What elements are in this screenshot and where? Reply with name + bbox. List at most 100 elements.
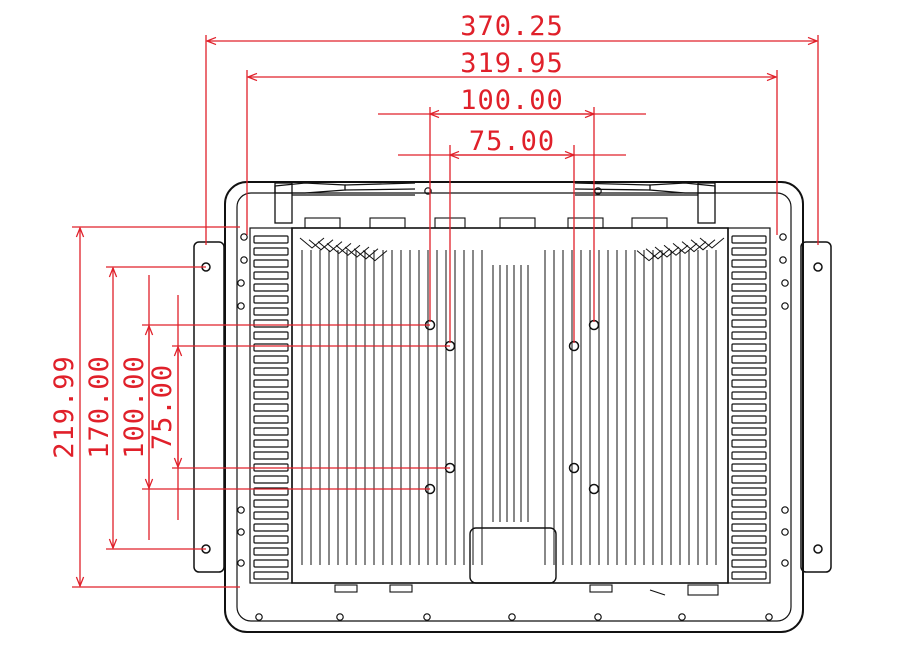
dimension-overall-width: 370.25 — [205, 11, 819, 245]
dim-label-mount-height: 170.00 — [84, 355, 115, 459]
screw-hole — [781, 528, 789, 536]
vent-slot — [731, 571, 767, 580]
heatsink-fin — [308, 239, 334, 251]
screw-hole — [508, 613, 516, 621]
screw-hole — [781, 302, 789, 310]
vesa-hole-group — [424, 319, 600, 495]
vent-slot — [253, 427, 289, 436]
screw-hole — [255, 613, 263, 621]
vent-slot — [253, 247, 289, 256]
vent-slot — [253, 391, 289, 400]
vent-slot — [731, 559, 767, 568]
bottom-connectors — [334, 584, 719, 596]
screw-hole — [237, 302, 245, 310]
vent-slot — [731, 247, 767, 256]
vent-slot — [253, 331, 289, 340]
top-handle-left — [274, 182, 416, 224]
heatsink-fin — [326, 243, 352, 255]
heatsink-fin — [681, 241, 707, 253]
vent-slot — [731, 319, 767, 328]
screw-hole — [237, 559, 245, 567]
screw-hole — [237, 506, 245, 514]
heatsink-fin — [335, 244, 361, 256]
dim-label-overall-height: 219.99 — [49, 355, 80, 459]
mount-bracket-left — [193, 241, 225, 573]
vent-slot — [731, 499, 767, 508]
heatsink-fin — [299, 237, 325, 249]
vent-slot — [253, 475, 289, 484]
heatsink-fin — [699, 237, 725, 249]
vent-slot — [731, 271, 767, 280]
screw-hole — [678, 613, 686, 621]
vent-slot — [253, 415, 289, 424]
vent-slot — [731, 475, 767, 484]
heatsink-fin — [663, 244, 689, 256]
vent-slot — [731, 343, 767, 352]
heatsink — [291, 227, 729, 584]
top-connectors — [304, 217, 668, 229]
vent-slot — [731, 295, 767, 304]
vent-slot — [731, 391, 767, 400]
vent-slot — [731, 235, 767, 244]
vent-slot — [253, 295, 289, 304]
vent-slot — [731, 355, 767, 364]
heatsink-fin — [672, 243, 698, 255]
dim-label-vesa-100-width: 100.00 — [460, 85, 564, 116]
side-vents-left — [249, 227, 293, 584]
dimension-vesa-75-height: 75.00 — [147, 295, 450, 520]
dim-label-overall-width: 370.25 — [460, 11, 564, 42]
vent-slot — [253, 511, 289, 520]
vent-slot — [253, 535, 289, 544]
heatsink-fin — [690, 239, 716, 251]
dimension-overall-height: 219.99 — [49, 226, 240, 588]
vent-slot — [253, 355, 289, 364]
vent-slot — [253, 547, 289, 556]
vent-slot — [253, 379, 289, 388]
screw-hole — [594, 613, 602, 621]
screw-hole — [781, 279, 789, 287]
vent-slot — [253, 523, 289, 532]
heatsink-fin — [636, 250, 662, 262]
heatsink-fin — [645, 248, 671, 260]
vent-slot — [253, 487, 289, 496]
screw-hole — [423, 613, 431, 621]
dim-label-mount-width: 319.95 — [460, 48, 564, 79]
vent-slot — [731, 547, 767, 556]
screw-hole — [765, 613, 773, 621]
vent-slot — [731, 511, 767, 520]
vent-slot — [253, 343, 289, 352]
vent-slot — [731, 283, 767, 292]
vent-slot — [253, 235, 289, 244]
vent-slot — [253, 307, 289, 316]
vent-slot — [731, 379, 767, 388]
mount-bracket-right — [800, 241, 832, 573]
screw-hole — [237, 279, 245, 287]
dimension-vesa-75-width: 75.00 — [398, 126, 626, 343]
heatsink-fin — [654, 246, 680, 258]
vent-slot — [731, 415, 767, 424]
vent-slot — [731, 487, 767, 496]
vent-slot — [253, 259, 289, 268]
vent-slot — [731, 367, 767, 376]
heatsink-fin — [362, 250, 388, 262]
screw-hole — [240, 256, 248, 264]
screw-hole — [240, 233, 248, 241]
dim-label-vesa-100-height: 100.00 — [119, 355, 150, 459]
screw-hole — [594, 187, 602, 195]
dimension-mount-width: 319.95 — [246, 48, 778, 235]
heatsink-fin — [353, 248, 379, 260]
screw-hole — [237, 528, 245, 536]
vent-slot — [253, 283, 289, 292]
screw-hole — [779, 233, 787, 241]
panel-body — [224, 181, 804, 633]
vent-slot — [253, 439, 289, 448]
vent-slot — [253, 451, 289, 460]
vent-slot — [253, 271, 289, 280]
vent-slot — [253, 319, 289, 328]
vent-slot — [253, 571, 289, 580]
vent-slot — [731, 259, 767, 268]
dim-label-vesa-75-height: 75.00 — [147, 364, 178, 450]
screw-hole — [424, 187, 432, 195]
screw-hole — [779, 256, 787, 264]
